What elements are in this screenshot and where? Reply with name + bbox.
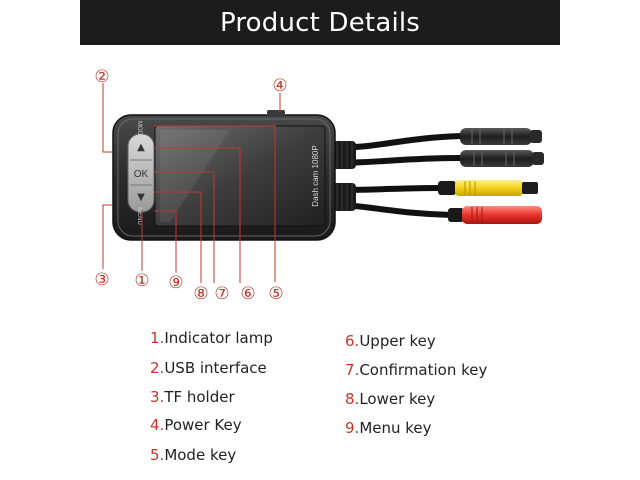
legend-num: 5. — [150, 446, 165, 464]
legend-item-4: 4.Power Key — [150, 416, 242, 434]
legend-item-5: 5.Mode key — [150, 446, 236, 464]
confirmation-key[interactable]: OK — [134, 169, 149, 180]
strain-relief-top — [332, 141, 356, 169]
legend-item-3: 3.TF holder — [150, 388, 235, 406]
banner-title: Product Details — [219, 7, 421, 38]
legend-num: 3. — [150, 388, 165, 406]
legend-text: Lower key — [359, 390, 436, 408]
lower-key[interactable]: ▼ — [137, 192, 145, 203]
cables — [331, 133, 463, 218]
legend-num: 1. — [150, 329, 165, 347]
legend-text: Upper key — [359, 332, 436, 350]
legend-num: 9. — [345, 419, 360, 437]
title-banner: Product Details — [80, 0, 560, 45]
legend-item-9: 9.Menu key — [345, 419, 432, 437]
black-connector-bottom — [460, 150, 544, 167]
callout-7: ⑦ — [214, 284, 229, 304]
menu-key[interactable]: MENU — [136, 207, 142, 225]
product-diagram: MODE ▲ OK ▼ MENU Dash cam 1080P ② ④ ③ ① … — [94, 67, 544, 304]
legend-text: Power Key — [164, 416, 242, 434]
legend-item-1: 1.Indicator lamp — [150, 329, 273, 347]
callout-5: ⑤ — [268, 284, 283, 304]
usb-port — [267, 110, 285, 117]
legend-text: USB interface — [164, 359, 267, 377]
legend-text: Indicator lamp — [164, 329, 273, 347]
legend-text: Mode key — [164, 446, 237, 464]
legend-num: 6. — [345, 332, 360, 350]
legend-num: 4. — [150, 416, 165, 434]
callout-2: ② — [94, 67, 109, 87]
legend-item-6: 6.Upper key — [345, 332, 436, 350]
legend-num: 2. — [150, 359, 165, 377]
red-rca-plug — [448, 206, 542, 224]
legend-item-2: 2.USB interface — [150, 359, 267, 377]
callout-4: ④ — [272, 76, 287, 96]
black-connector-top — [460, 128, 542, 145]
legend-item-8: 8.Lower key — [345, 390, 435, 408]
callout-6: ⑥ — [240, 284, 255, 304]
legend-text: Confirmation key — [359, 361, 488, 379]
strain-relief-bottom — [332, 183, 356, 211]
yellow-rca-plug — [438, 180, 538, 196]
screen-text: Dash cam 1080P — [311, 145, 320, 206]
callout-9: ⑨ — [168, 273, 183, 293]
legend-text: Menu key — [359, 419, 432, 437]
upper-key[interactable]: ▲ — [137, 142, 145, 153]
mode-key[interactable]: MODE — [136, 121, 142, 139]
leader-lines — [102, 83, 281, 283]
legend-item-7: 7.Confirmation key — [345, 361, 487, 379]
legend-num: 7. — [345, 361, 360, 379]
legend-num: 8. — [345, 390, 360, 408]
button-panel — [127, 133, 155, 213]
legend-text: TF holder — [164, 388, 235, 406]
callout-1: ① — [134, 271, 149, 291]
callout-8: ⑧ — [193, 284, 208, 304]
callout-3: ③ — [94, 270, 109, 290]
